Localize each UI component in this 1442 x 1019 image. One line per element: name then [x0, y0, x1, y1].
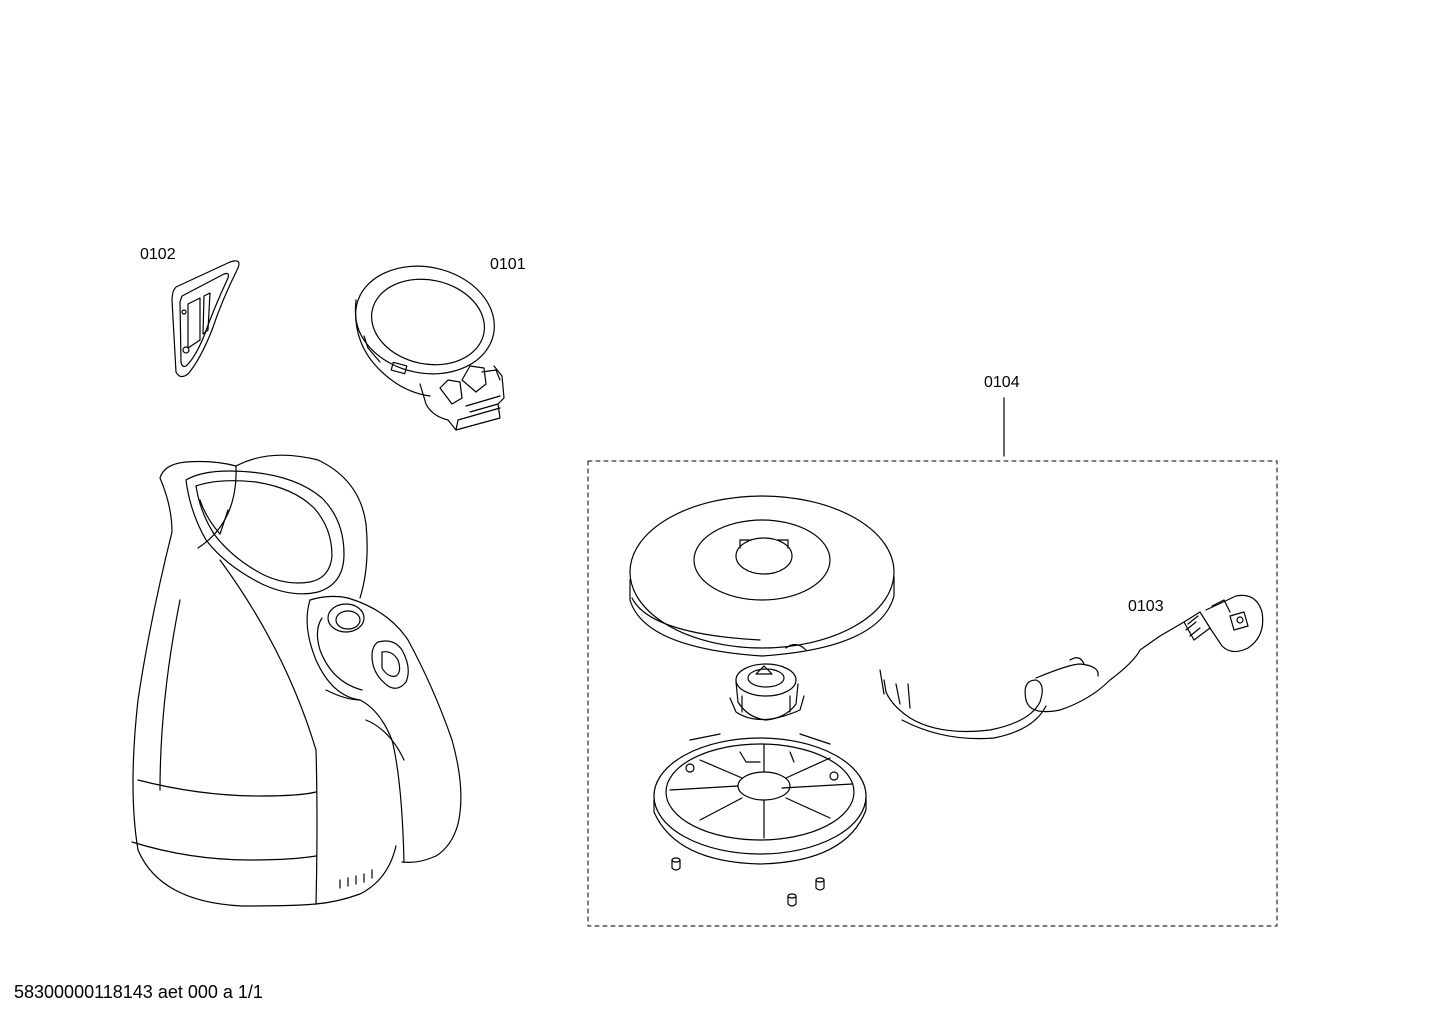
part-0104-dashed-boundary: [588, 461, 1277, 926]
part-0104-connector: [730, 664, 804, 720]
part-0101-lid: [346, 254, 505, 430]
part-0104-feet: [672, 858, 824, 906]
part-0104-base-disc: [630, 496, 894, 656]
part-0103-power-cord: [880, 595, 1263, 738]
part-label-0103: 0103: [1128, 598, 1164, 615]
part-label-0102: 0102: [140, 246, 176, 263]
part-0104-base-bottom: [654, 734, 866, 864]
part-label-0101: 0101: [490, 256, 526, 273]
kettle-body: [132, 455, 461, 906]
drawing-reference-footer: 58300000118143 aet 000 a 1/1: [14, 982, 263, 1002]
part-label-0104: 0104: [984, 374, 1020, 391]
part-0102-water-window: [172, 261, 239, 377]
